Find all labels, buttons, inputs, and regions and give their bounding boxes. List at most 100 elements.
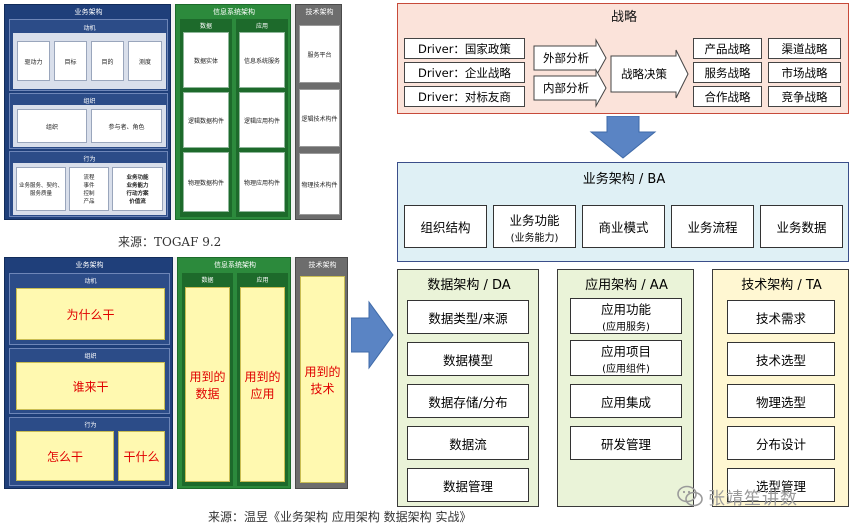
togaf-business-column: 业务架构 动机 驱动力 目标 目的 测度 组织 组织 参与者、角色 行为 业务服… (4, 4, 171, 220)
ba-business-model: 商业模式 (582, 205, 665, 248)
togaf-cell-data-entity: 数据实体 (183, 32, 229, 88)
wechat-icon (677, 485, 703, 507)
strategy-flow-arrows (533, 38, 689, 108)
aa-app-project: 应用项目 (应用组件) (570, 340, 682, 376)
ta-box: 技术架构 / TA 技术需求 技术选型 物理选型 分布设计 选型管理 (712, 269, 849, 507)
togaf-cell-organization: 组织 (17, 109, 87, 143)
ba-title: 业务架构 / BA (582, 171, 666, 187)
togaf-cell-physical-tech: 物理技术构件 (299, 153, 340, 215)
simple-behavior-label: 行为 (84, 421, 97, 429)
internal-analysis-label: 内部分析 (543, 81, 589, 95)
strategy-competition: 竞争战略 (768, 86, 841, 107)
da-data-model: 数据模型 (407, 342, 529, 376)
aa-title: 应用架构 / AA (585, 277, 668, 293)
caption-wenyu: 来源：温昱《业务架构 应用架构 数据架构 实战》 (208, 510, 472, 524)
simple-tech-used-cell: 用到的 技术 (300, 276, 345, 483)
driver-national-policy: Driver：国家政策 (404, 38, 525, 59)
simple-tech-column: 技术架构 用到的 技术 (295, 257, 348, 489)
strategy-cooperation: 合作战略 (693, 86, 762, 107)
external-analysis-label: 外部分析 (543, 51, 589, 65)
simple-business-title: 业务架构 (75, 261, 104, 269)
togaf-cell-measure: 测度 (128, 41, 162, 81)
strategy-product: 产品战略 (693, 38, 762, 59)
aa-app-project-note: (应用组件) (602, 364, 650, 375)
ta-tech-requirement: 技术需求 (727, 300, 835, 334)
ta-distribution-design: 分布设计 (727, 426, 835, 460)
aa-app-function-label: 应用功能 (600, 302, 651, 317)
togaf-cell-physical-data: 物理数据构件 (183, 152, 229, 212)
simple-app-used-cell: 用到的 应用 (240, 287, 285, 482)
watermark-text: 张靖笙讲数 (708, 488, 798, 509)
decision-arrow (610, 49, 689, 99)
togaf-motivation-group: 动机 驱动力 目标 目的 测度 (9, 19, 168, 91)
togaf-cell-business-service: 业务服务、契约、服务质量 (16, 167, 66, 211)
togaf-cell-is-service: 信息系统服务 (239, 32, 285, 88)
togaf-app-label: 应用 (255, 22, 268, 30)
togaf-cell-driver: 驱动力 (17, 41, 50, 81)
ba-business-data: 业务数据 (760, 205, 843, 248)
ba-business-function: 业务功能 (业务能力) (493, 205, 576, 248)
aa-app-function-note: (应用服务) (602, 322, 650, 333)
togaf-tech-column: 技术架构 服务平台 逻辑技术构件 物理技术构件 (295, 4, 342, 220)
simple-why-cell: 为什么干 (16, 288, 165, 340)
ba-business-function-note: (业务能力) (510, 232, 559, 244)
togaf-cell-objective: 目的 (91, 41, 124, 81)
togaf-motivation-inner: 驱动力 目标 目的 测度 (13, 33, 166, 89)
simple-diagram: 业务架构 动机 为什么干 组织 谁来干 行为 怎么干 干什么 信息系统架构 数据… (4, 257, 348, 489)
strategy-title: 战略 (610, 9, 637, 25)
togaf-business-title: 业务架构 (74, 8, 103, 16)
simple-motivation-label: 动机 (84, 277, 97, 285)
togaf-cell-goal: 目标 (54, 41, 87, 81)
simple-app-label: 应用 (256, 276, 269, 284)
strategy-service: 服务战略 (693, 62, 762, 83)
aa-app-project-label: 应用项目 (600, 344, 651, 359)
da-box: 数据架构 / DA 数据类型/来源 数据模型 数据存储/分布 数据流 数据管理 (397, 269, 539, 507)
simple-is-title: 信息系统架构 (214, 261, 256, 269)
simple-tech-title: 技术架构 (308, 261, 337, 269)
da-data-management: 数据管理 (407, 468, 529, 502)
simple-is-column: 信息系统架构 数据 用到的 数据 应用 用到的 应用 (177, 257, 291, 489)
simple-org-label: 组织 (84, 352, 97, 360)
strategy-decision-label: 战略决策 (621, 67, 667, 81)
aa-rd-management: 研发管理 (570, 426, 682, 460)
aa-box: 应用架构 / AA 应用功能 (应用服务) 应用项目 (应用组件) 应用集成 研… (557, 269, 694, 507)
simple-behavior-group: 行为 怎么干 干什么 (9, 417, 170, 486)
external-analysis-arrow (533, 38, 607, 78)
internal-analysis-arrow (533, 68, 607, 108)
togaf-cell-logical-data: 逻辑数据构件 (183, 92, 229, 148)
ta-title: 技术架构 / TA (741, 277, 822, 293)
strategy-channel: 渠道战略 (768, 38, 841, 59)
right-arrow (351, 300, 394, 370)
simple-data-label: 数据 (201, 276, 214, 284)
strategy-market: 市场战略 (768, 62, 841, 83)
togaf-app-subcol: 应用 信息系统服务 逻辑应用构件 物理应用构件 (236, 19, 288, 217)
simple-business-column: 业务架构 动机 为什么干 组织 谁来干 行为 怎么干 干什么 (4, 257, 173, 489)
da-data-type-source: 数据类型/来源 (407, 300, 529, 334)
ba-business-function-label: 业务功能 (509, 212, 560, 228)
aa-app-integration: 应用集成 (570, 384, 682, 418)
togaf-cell-logical-app: 逻辑应用构件 (239, 92, 285, 148)
togaf-cell-platform-service: 服务平台 (299, 25, 340, 83)
watermark: 张靖笙讲数 (676, 482, 852, 510)
down-arrow (589, 116, 657, 159)
da-title: 数据架构 / DA (427, 277, 511, 293)
simple-who-cell: 谁来干 (16, 362, 165, 410)
togaf-behavior-inner: 业务服务、契约、服务质量 流程 事件 控制 产品 业务功能 业务能力 行动方案 … (13, 163, 166, 215)
ba-org-structure: 组织结构 (404, 205, 487, 248)
driver-competitor: Driver：对标友商 (404, 86, 525, 107)
togaf-cell-logical-tech: 逻辑技术构件 (299, 89, 340, 147)
togaf-is-column: 信息系统架构 数据 数据实体 逻辑数据构件 物理数据构件 应用 信息系统服务 逻… (175, 4, 291, 220)
togaf-cell-physical-app: 物理应用构件 (239, 152, 285, 212)
ba-business-process: 业务流程 (671, 205, 754, 248)
togaf-cell-process: 流程 事件 控制 产品 (69, 167, 109, 211)
da-data-flow: 数据流 (407, 426, 529, 460)
simple-app-subcol: 应用 用到的 应用 (237, 273, 288, 486)
togaf-cell-business-function: 业务功能 业务能力 行动方案 价值流 (112, 167, 163, 211)
ta-selection-management: 选型管理 (727, 468, 835, 502)
simple-data-subcol: 数据 用到的 数据 (182, 273, 233, 486)
togaf-data-subcol: 数据 数据实体 逻辑数据构件 物理数据构件 (180, 19, 232, 217)
simple-how-cell: 怎么干 (16, 431, 114, 481)
togaf-cell-actor-role: 参与者、角色 (91, 109, 162, 143)
ba-box: 业务架构 / BA 组织结构 业务功能 (业务能力) 商业模式 业务流程 业务数… (397, 162, 849, 262)
simple-what-cell: 干什么 (118, 431, 165, 481)
